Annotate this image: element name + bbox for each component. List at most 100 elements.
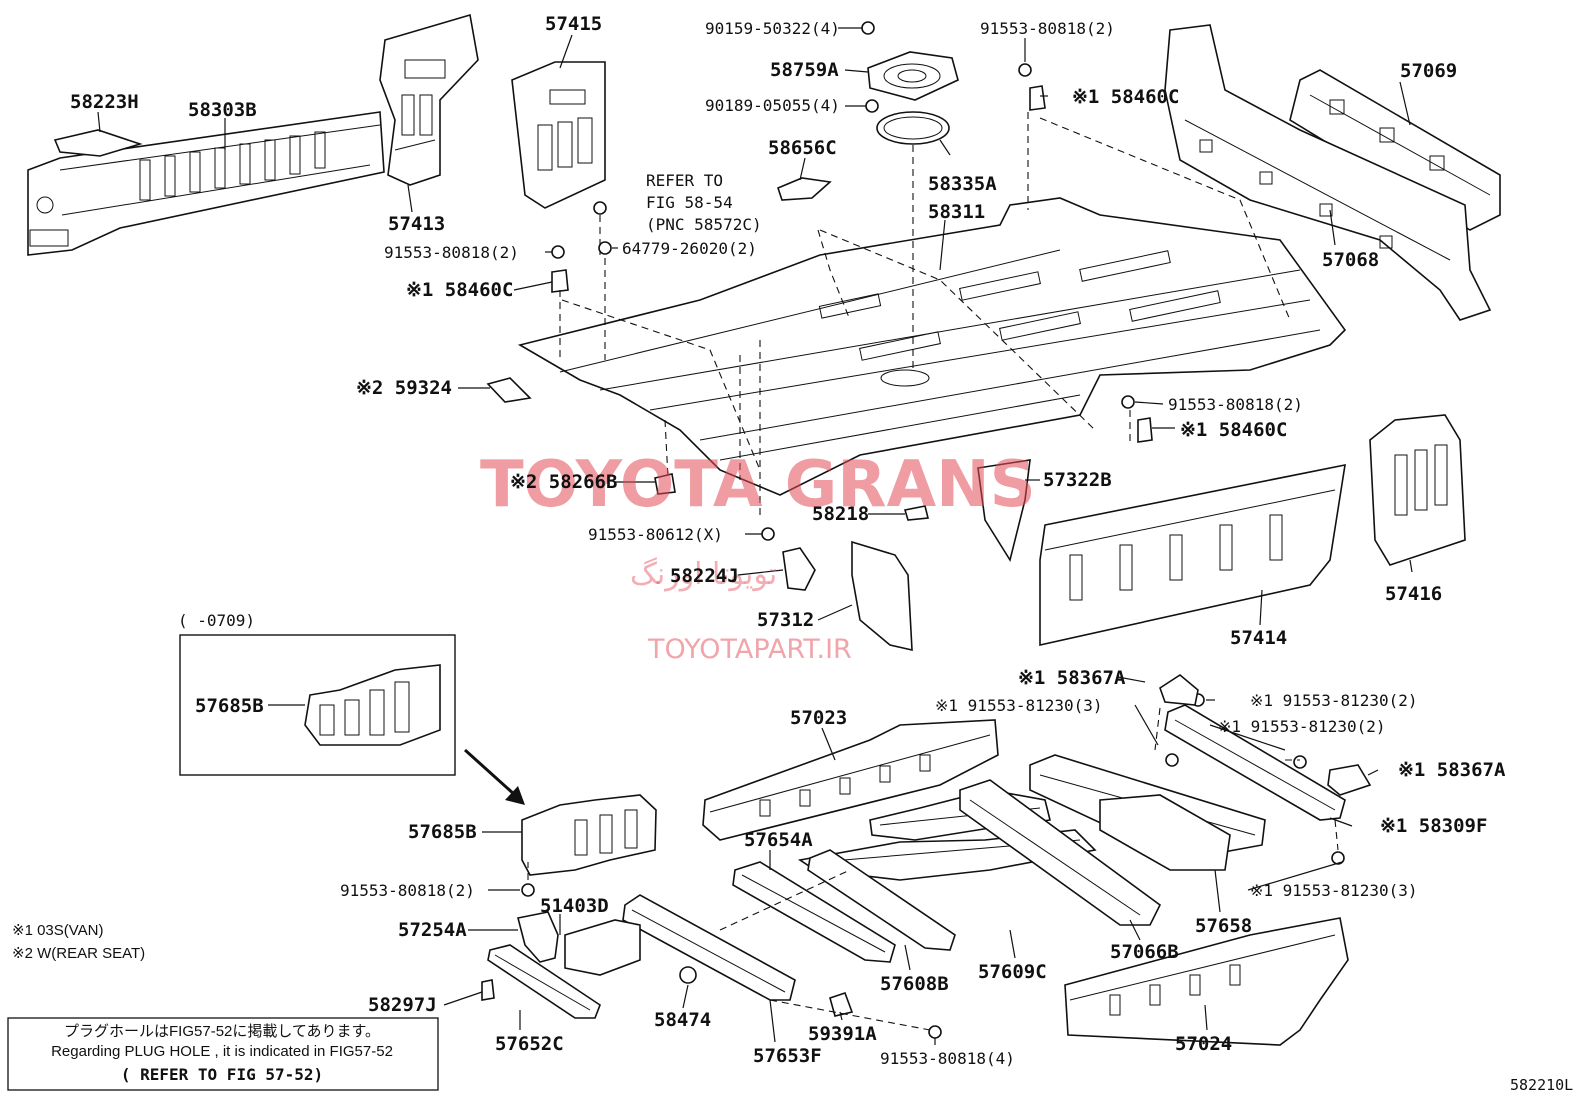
part-58460c-clip-top (1029, 85, 1046, 111)
label-57609c: 57609C (978, 961, 1047, 983)
label-58460c-left: ※1 58460C (406, 279, 513, 301)
plug-hole-note-ja: プラグホールはFIG57-52に掲載してあります。 (64, 1023, 380, 1040)
label-91553-80612: 91553-80612(X) (588, 525, 723, 544)
part-57414-rear-panel (1039, 463, 1346, 646)
part-59391a-clip (829, 991, 854, 1017)
assembly-dashed-lines (527, 112, 1339, 1031)
pointer-arrow-icon (463, 748, 525, 805)
part-57415-panel (511, 61, 606, 209)
label-57068: 57068 (1322, 249, 1379, 271)
label-57658: 57658 (1195, 915, 1252, 937)
bolt-icons (521, 21, 1345, 1039)
label-91553-81230-b: ※1 91553-81230(2) (1250, 691, 1418, 710)
part-57652c-rail (487, 944, 601, 1019)
label-57069: 57069 (1400, 60, 1457, 82)
label-57654a: 57654A (744, 829, 813, 851)
label-58297j: 58297J (368, 994, 437, 1016)
part-57322b-gusset (977, 459, 1031, 563)
part-58759a-cap (867, 51, 959, 101)
label-91553-80818-right: 91553-80818(2) (1168, 395, 1303, 414)
label-57414: 57414 (1230, 627, 1287, 649)
part-58656c-bracket (777, 177, 832, 201)
plug-hole-note-en: Regarding PLUG HOLE , it is indicated in… (51, 1043, 393, 1060)
label-58460c-top: ※1 58460C (1072, 86, 1179, 108)
part-58224j-bracket (782, 547, 816, 591)
part-51403d-bracket (564, 919, 641, 976)
label-57023: 57023 (790, 707, 847, 729)
label-58335a: 58335A (928, 173, 997, 195)
part-58460c-clip-right (1137, 417, 1153, 443)
refer-note: REFER TO FIG 58-54 (PNC 58572C) (646, 171, 762, 234)
part-57653f-rail (622, 894, 796, 1001)
label-57254a: 57254A (398, 919, 467, 941)
part-58309f-member (1164, 704, 1346, 821)
part-58460c-clip-left (551, 269, 569, 293)
plug-hole-note-box: プラグホールはFIG57-52に掲載してあります。 Regarding PLUG… (7, 1017, 439, 1091)
label-57413: 57413 (388, 213, 445, 235)
label-58367a-right: ※1 58367A (1398, 759, 1506, 781)
label-57322b: 57322B (1043, 469, 1112, 491)
label-58311: 58311 (928, 201, 985, 223)
label-59324: ※2 59324 (356, 377, 452, 399)
part-57685b-panel (521, 794, 657, 876)
part-58311-floor-pan (517, 197, 1347, 496)
label-58224j: 58224J (670, 565, 739, 587)
label-59391a: 59391A (808, 1023, 877, 1045)
label-90159-50322: 90159-50322(4) (705, 19, 840, 38)
part-57023-side-rail (702, 719, 999, 841)
label-58460c-right: ※1 58460C (1180, 419, 1287, 441)
label-58303b: 58303B (188, 99, 257, 121)
label-58759a: 58759A (770, 59, 839, 81)
label-91553-81230-c: ※1 91553-81230(2) (1218, 717, 1386, 736)
part-57654a-rail (732, 861, 896, 963)
refer-note-line2: FIG 58-54 (646, 193, 733, 212)
watermark-brand: TOYOTA GRANS (480, 448, 1036, 522)
label-57415: 57415 (545, 13, 602, 35)
label-91553-81230-d: ※1 91553-81230(3) (1250, 881, 1418, 900)
plug-hole-note-ref: ( REFER TO FIG 57-52) (121, 1065, 323, 1084)
label-58656c: 58656C (768, 137, 837, 159)
label-91553-80818-left: 91553-80818(2) (384, 243, 519, 262)
part-58223h-bracket (53, 129, 143, 157)
refer-note-line1: REFER TO (646, 171, 723, 190)
label-57685b: 57685B (408, 821, 477, 843)
refer-note-line3: (PNC 58572C) (646, 215, 762, 234)
leader-lines (97, 27, 1413, 1045)
label-58367a-top: ※1 58367A (1018, 667, 1126, 689)
inset-box (179, 634, 456, 776)
label-57685b-inset: 57685B (195, 695, 264, 717)
label-51403d: 51403D (540, 895, 609, 917)
label-58218: 58218 (812, 503, 869, 525)
part-58218-bracket (903, 505, 930, 521)
label-57066b: 57066B (1110, 941, 1179, 963)
label-91553-80818-lower: 91553-80818(2) (340, 881, 475, 900)
part-57312-panel (851, 540, 913, 652)
figure-id: 582210L (1510, 1076, 1573, 1094)
part-57024-side-rail (1064, 917, 1349, 1046)
label-58223h: 58223H (70, 91, 139, 113)
part-58335a-ring (876, 111, 950, 145)
footnote-1: ※1 03S(VAN) (12, 922, 104, 939)
label-58474: 58474 (654, 1009, 711, 1031)
part-57068-crossmember (1164, 24, 1492, 321)
label-57024: 57024 (1175, 1033, 1232, 1055)
watermark-site: TOYOTAPART.IR (647, 634, 852, 665)
watermark-persian: تویوتا اورنگ (630, 557, 777, 592)
label-58309f: ※1 58309F (1380, 815, 1487, 837)
footnote-2: ※2 W(REAR SEAT) (12, 945, 145, 962)
part-58297j-clip (481, 979, 495, 1001)
label-57652c: 57652C (495, 1033, 564, 1055)
part-57658-crossmember (1099, 794, 1231, 871)
label-91553-81230-a: ※1 91553-81230(3) (935, 696, 1103, 715)
label-90189-05055: 90189-05055(4) (705, 96, 840, 115)
label-57312: 57312 (757, 609, 814, 631)
part-58266b-bracket (654, 473, 676, 495)
part-57069-crossmember (1289, 69, 1501, 231)
inset-caption: ( -0709) (178, 611, 255, 630)
part-58367a-mount-top (1159, 674, 1199, 706)
part-57413-pillar (379, 13, 479, 186)
label-57416: 57416 (1385, 583, 1442, 605)
label-58266b: ※2 58266B (510, 471, 617, 493)
